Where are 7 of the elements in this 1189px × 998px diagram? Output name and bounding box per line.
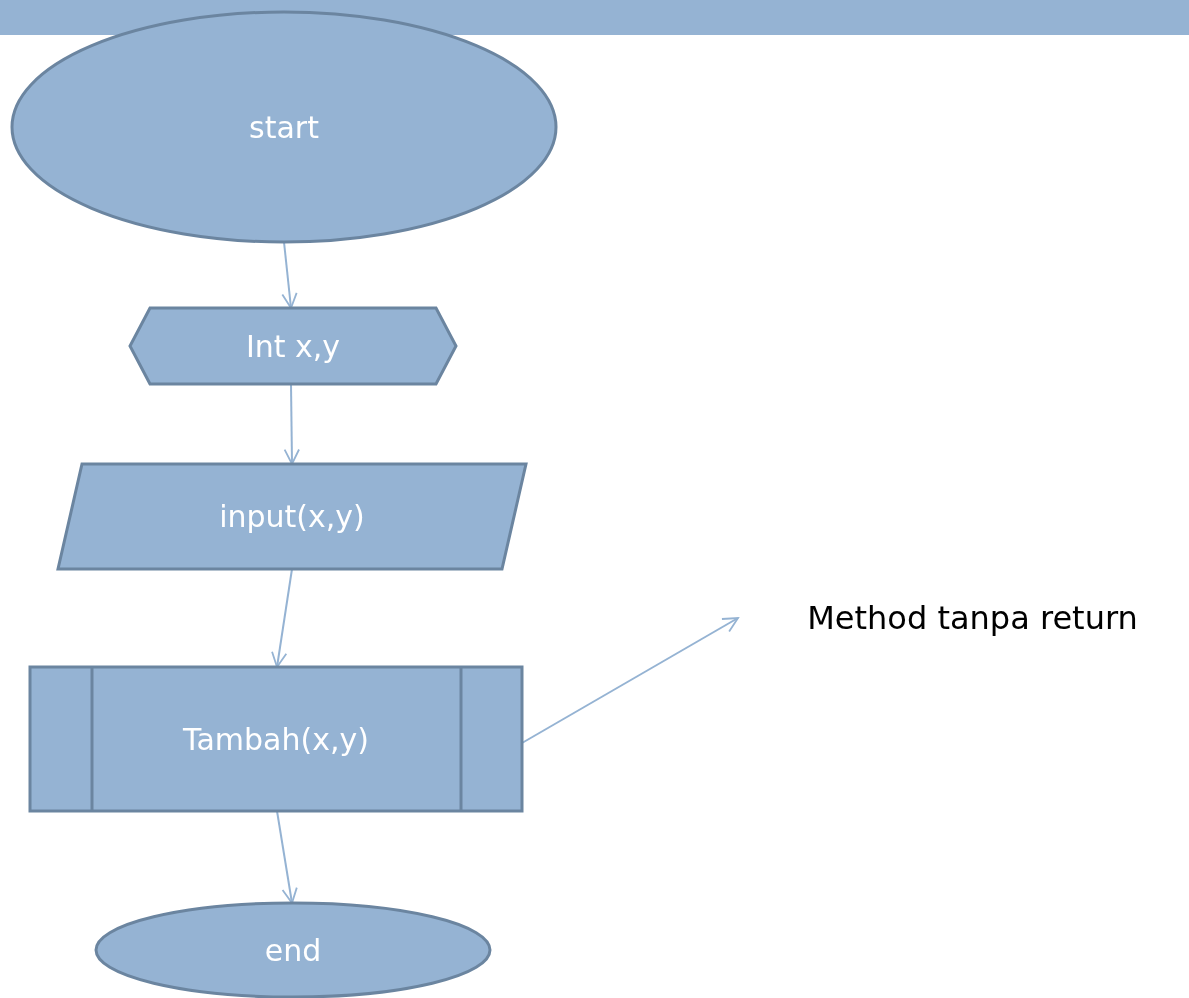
annotation-text: Method tanpa return	[807, 599, 1138, 637]
node-label: Int x,y	[245, 328, 341, 364]
node-label: end	[264, 932, 322, 968]
node-label: input(x,y)	[219, 499, 365, 534]
node-label: start	[249, 109, 319, 145]
node-label: Tambah(x,y)	[183, 721, 369, 757]
arrow	[281, 241, 298, 309]
